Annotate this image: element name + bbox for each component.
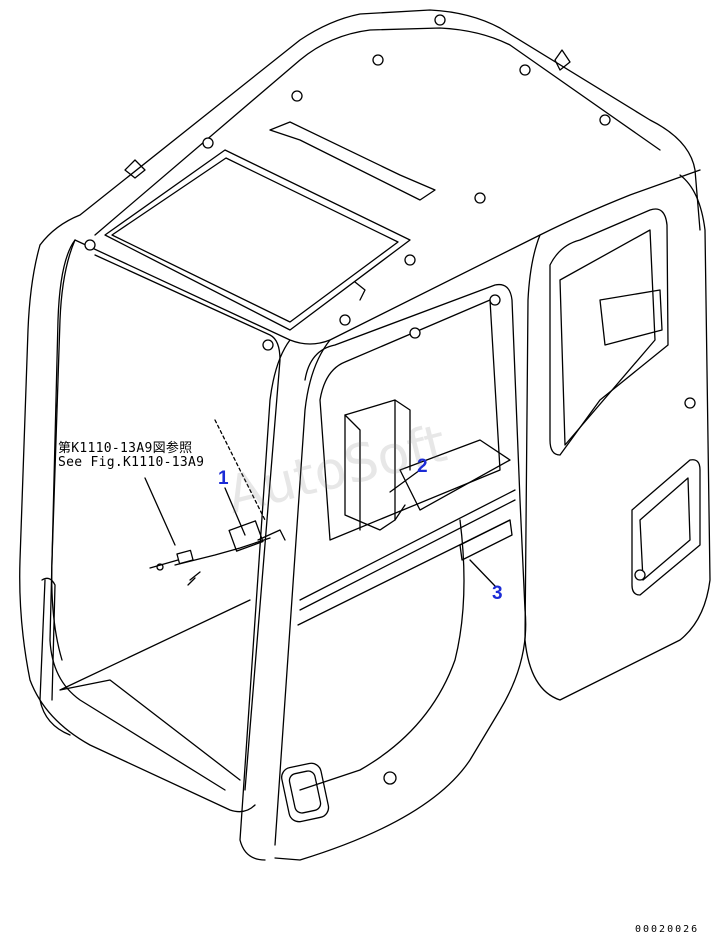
cab-floor	[59, 599, 251, 781]
bolt-holes	[84, 14, 696, 581]
skylight-window	[104, 149, 411, 331]
roof-outline	[39, 9, 701, 246]
callout-1: 1	[218, 468, 229, 489]
door-handle	[281, 762, 330, 823]
reference-text-japanese: 第K1110-13A9図参照	[58, 441, 193, 456]
part-1-connector	[176, 549, 194, 565]
leader-3	[469, 559, 496, 587]
reference-text-english: See Fig.K1110-13A9	[58, 455, 205, 470]
door-lower-panel	[299, 519, 465, 791]
roof-inner-rim	[94, 27, 661, 236]
part-3-decal	[459, 519, 513, 561]
side-window	[549, 208, 669, 456]
callout-2: 2	[417, 456, 428, 477]
leader-ref	[144, 477, 176, 546]
front-right-pillar	[239, 339, 291, 861]
windshield-frame	[49, 239, 226, 791]
front-left-pillar	[19, 244, 256, 813]
console-box	[344, 399, 396, 531]
drawing-number: 00020026	[635, 924, 700, 935]
leader-1	[224, 487, 246, 536]
right-side-body	[524, 174, 711, 701]
roof-latch	[554, 49, 571, 71]
leader-2	[389, 469, 421, 493]
side-vent	[631, 459, 701, 596]
door-frame	[274, 283, 527, 861]
callout-3: 3	[492, 583, 503, 604]
roof-panel	[269, 121, 436, 201]
